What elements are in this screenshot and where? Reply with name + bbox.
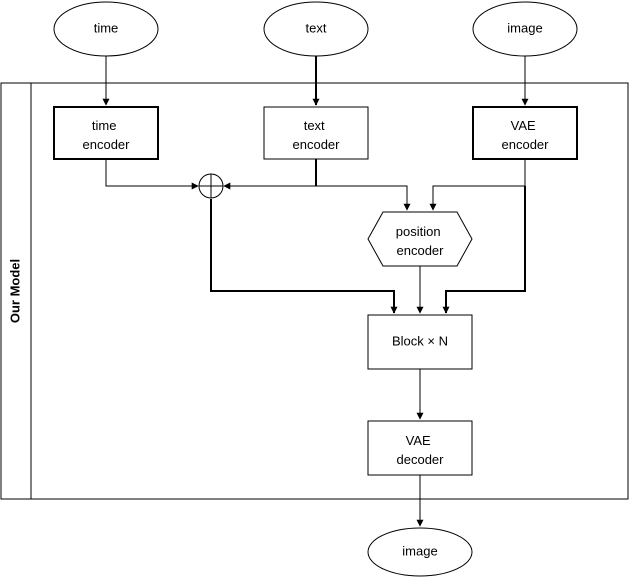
vae-encoder-box [472,106,578,160]
position-encoder-label-line-2: encoder [397,243,445,258]
edge-time-encoder-to-sum [105,159,199,190]
vae-encoder-label-line-1: VAE [511,118,536,133]
position-encoder-label: position encoder [396,224,444,258]
model-container [0,82,629,500]
sum-junction-icon [198,173,224,199]
vae-encoder-label-line-2: encoder [502,137,550,152]
edge-vae-encoder-to-position-encoder [429,159,526,211]
model-container-label: Our Model [7,259,22,323]
input-time-node [53,1,159,57]
vae-encoder-label: VAE encoder [502,118,550,152]
input-image-node [472,1,578,57]
time-encoder-label-line-2: encoder [83,137,131,152]
output-image-node [367,527,473,577]
position-encoder-label-line-1: position [396,224,441,239]
vae-decoder-label-line-1: VAE [406,433,431,448]
input-time-label: time [94,20,119,35]
text-encoder-box [263,106,369,160]
text-encoder-label: text encoder [293,118,341,152]
position-encoder-node [367,211,473,267]
output-image-label: image [402,543,437,558]
input-text-node [263,1,369,57]
edge-sum-to-block [210,199,398,314]
vae-decoder-label-line-2: decoder [397,452,445,467]
block-node [367,314,473,370]
input-text-label: text [306,20,327,35]
time-encoder-box [53,106,159,160]
edge-text-encoder-to-position-encoder [316,185,411,211]
connectors [102,56,529,527]
input-image-label: image [507,20,542,35]
time-encoder-label: time encoder [83,118,131,152]
vae-decoder-label: VAE decoder [397,433,445,467]
text-encoder-label-line-1: text [304,118,325,133]
block-label: Block × N [392,333,448,348]
vae-decoder-box [367,420,473,476]
text-encoder-label-line-2: encoder [293,137,341,152]
time-encoder-label-line-1: time [92,118,117,133]
edge-vae-encoder-to-block [442,186,526,314]
